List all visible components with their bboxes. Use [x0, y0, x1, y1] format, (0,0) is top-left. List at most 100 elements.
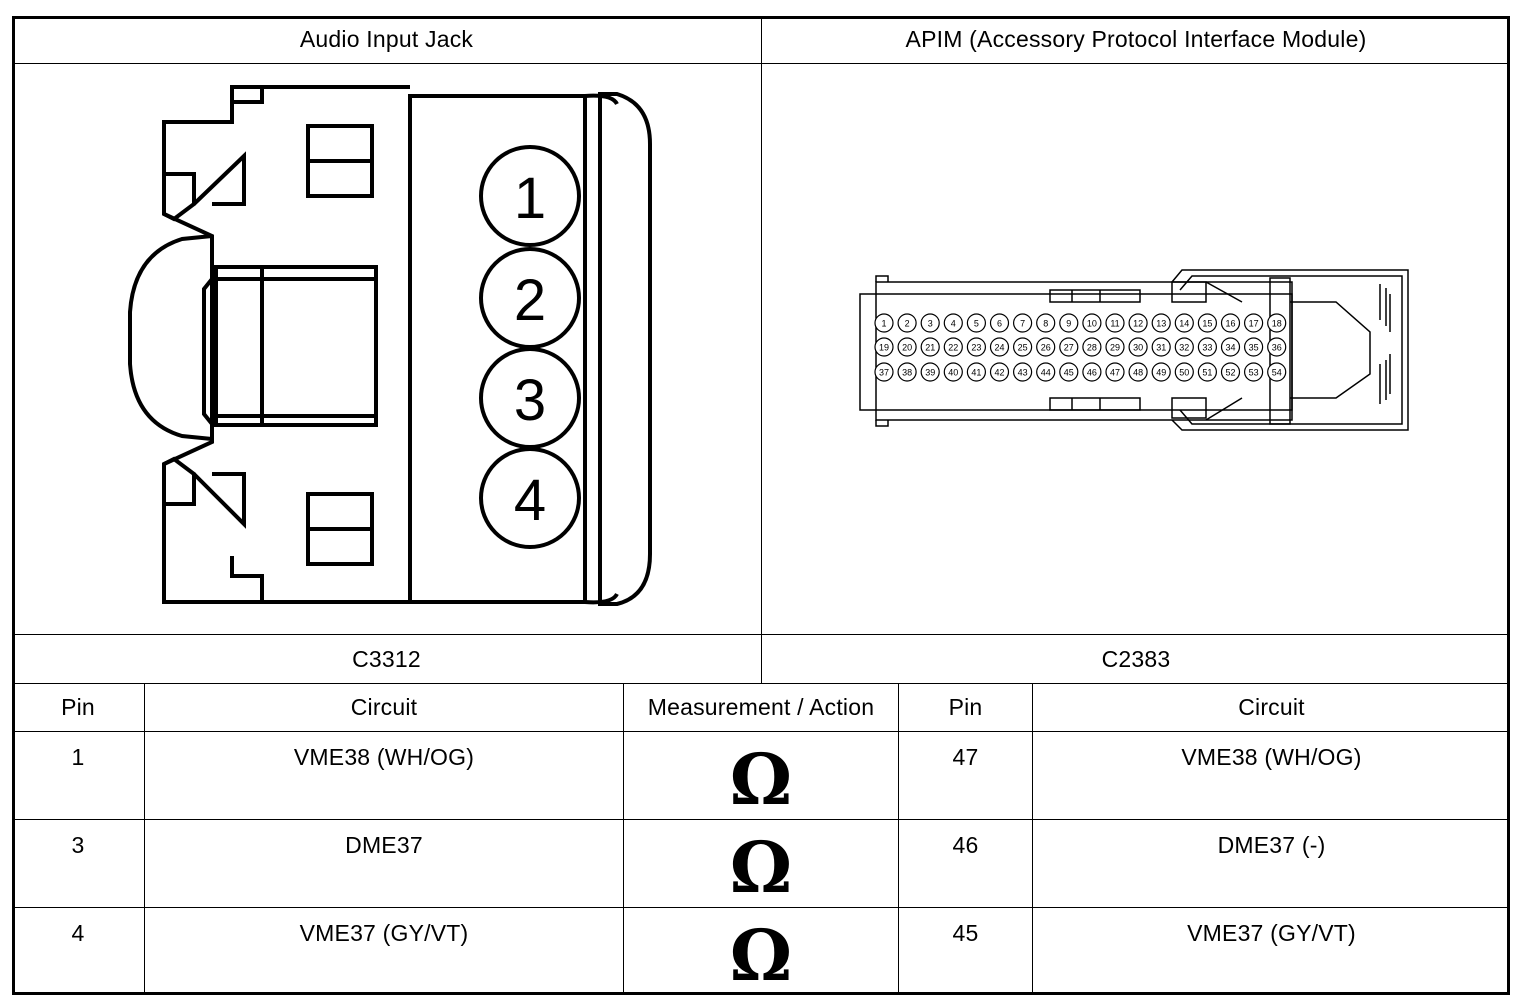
apim-pin-36-circle [1267, 337, 1287, 357]
apim-pin-54-circle [1267, 362, 1287, 382]
apim-pin-19-circle [874, 337, 894, 357]
apim-pin-48-circle [1128, 362, 1148, 382]
jack-pin-1-label: 1 [514, 166, 546, 231]
col-header-circuit-a: Circuit [350, 694, 418, 720]
apim-pin-8-circle [1036, 313, 1056, 333]
row1-pin-b: 47 [952, 744, 979, 770]
apim-pin-37-label: 37 [879, 368, 889, 378]
row3-pin-b: 45 [952, 920, 979, 946]
apim-pin-4-circle [943, 313, 963, 333]
apim-pin-50-circle [1174, 362, 1194, 382]
apim-pin-17-circle [1244, 313, 1264, 333]
apim-pin-41-label: 41 [971, 368, 981, 378]
row3-pin-a: 4 [71, 920, 85, 946]
apim-pin-38-label: 38 [902, 368, 912, 378]
apim-pin-43-circle [1013, 362, 1033, 382]
row3-circuit-a: VME37 (GY/VT) [299, 920, 469, 946]
apim-pin-14-circle [1174, 313, 1194, 333]
apim-pin-49-circle [1151, 362, 1171, 382]
apim-pin-53-circle [1244, 362, 1264, 382]
apim-pin-13-label: 13 [1156, 319, 1166, 329]
audio-input-jack-title: Audio Input Jack [299, 26, 474, 52]
apim-pin-3-label: 3 [928, 319, 933, 329]
row1-circuit-b: VME38 (WH/OG) [1181, 744, 1362, 770]
apim-pin-11-label: 11 [1110, 319, 1119, 329]
apim-pin-12-circle [1128, 313, 1148, 333]
apim-connector-id: C2383 [1101, 645, 1171, 672]
apim-pin-45-circle [1059, 362, 1079, 382]
apim-pin-9-circle [1059, 313, 1079, 333]
apim-pin-12-label: 12 [1133, 319, 1143, 329]
apim-pin-11-circle [1105, 313, 1125, 333]
apim-pin-33-circle [1197, 337, 1217, 357]
apim-pin-7-circle [1013, 313, 1033, 333]
apim-pin-49-label: 49 [1156, 368, 1166, 378]
apim-pin-42-label: 42 [994, 368, 1004, 378]
apim-pin-4-label: 4 [951, 319, 956, 329]
apim-pin-5-circle [966, 313, 986, 333]
apim-pin-6-label: 6 [997, 319, 1002, 329]
apim-pin-43-label: 43 [1018, 368, 1028, 378]
apim-pin-20-circle [897, 337, 917, 357]
audio-jack-connector-id: C3312 [352, 645, 421, 672]
apim-pin-40-label: 40 [948, 368, 958, 378]
apim-pin-36-label: 36 [1272, 343, 1282, 353]
apim-pin-32-circle [1174, 337, 1194, 357]
jack-pin-3-label: 3 [514, 368, 546, 433]
row3-circuit-b: VME37 (GY/VT) [1187, 920, 1356, 946]
apim-pin-23-circle [966, 337, 986, 357]
apim-pin-52-label: 52 [1225, 368, 1235, 378]
apim-pin-27-label: 27 [1064, 343, 1074, 353]
apim-pin-48-label: 48 [1133, 368, 1143, 378]
apim-pin-31-label: 31 [1156, 343, 1166, 353]
apim-pin-47-label: 47 [1110, 368, 1120, 378]
apim-pin-19-label: 19 [879, 343, 889, 353]
row1-ohm-symbol: Ω [729, 738, 793, 821]
apim-pin-10-circle [1082, 313, 1102, 333]
row2-pin-b: 46 [952, 832, 979, 858]
apim-pin-51-circle [1197, 362, 1217, 382]
apim-pin-9-label: 9 [1066, 319, 1071, 329]
apim-pin-31-circle [1151, 337, 1171, 357]
apim-pin-53-label: 53 [1249, 368, 1259, 378]
apim-pin-25-circle [1013, 337, 1033, 357]
apim-pin-23-label: 23 [971, 343, 981, 353]
apim-pin-22-circle [943, 337, 963, 357]
apim-pin-34-circle [1220, 337, 1241, 357]
apim-pin-40-circle [943, 362, 963, 382]
row3-ohm-symbol: Ω [729, 914, 793, 997]
row-divider-2 [12, 907, 1510, 908]
apim-pin-39-label: 39 [925, 368, 935, 378]
jack-pin-circles: 1 2 3 4 [479, 145, 581, 549]
apim-pin-52-circle [1220, 362, 1241, 382]
apim-pin-2-label: 2 [905, 319, 910, 329]
apim-pin-44-label: 44 [1041, 368, 1051, 378]
apim-pin-15-label: 15 [1202, 319, 1212, 329]
apim-pin-8-label: 8 [1043, 319, 1048, 329]
apim-pin-26-label: 26 [1041, 343, 1051, 353]
apim-pin-42-circle [989, 362, 1010, 382]
apim-pin-14-label: 14 [1179, 319, 1189, 329]
apim-pin-21-circle [920, 337, 940, 357]
table-header-divider [12, 731, 1510, 732]
apim-pin-15-circle [1197, 313, 1217, 333]
apim-title: APIM (Accessory Protocol Interface Modul… [905, 26, 1367, 52]
table-col-divider-2 [623, 683, 624, 995]
apim-pin-29-label: 29 [1110, 343, 1120, 353]
apim-pin-29-circle [1105, 337, 1125, 357]
jack-pin-4-circle [479, 447, 581, 549]
apim-pin-38-circle [897, 362, 917, 382]
apim-pin-22-label: 22 [948, 343, 958, 353]
apim-pin-50-label: 50 [1179, 368, 1189, 378]
apim-pin-1-circle [874, 313, 894, 333]
apim-pin-18-label: 18 [1272, 319, 1282, 329]
apim-pin-45-label: 45 [1064, 368, 1074, 378]
apim-pin-34-label: 34 [1225, 343, 1235, 353]
apim-pin-28-label: 28 [1087, 343, 1097, 353]
row-divider-1 [12, 819, 1510, 820]
row2-ohm-symbol: Ω [729, 826, 793, 909]
apim-pin-35-label: 35 [1249, 343, 1259, 353]
row2-circuit-a: DME37 [345, 832, 423, 858]
apim-pin-39-circle [920, 362, 940, 382]
